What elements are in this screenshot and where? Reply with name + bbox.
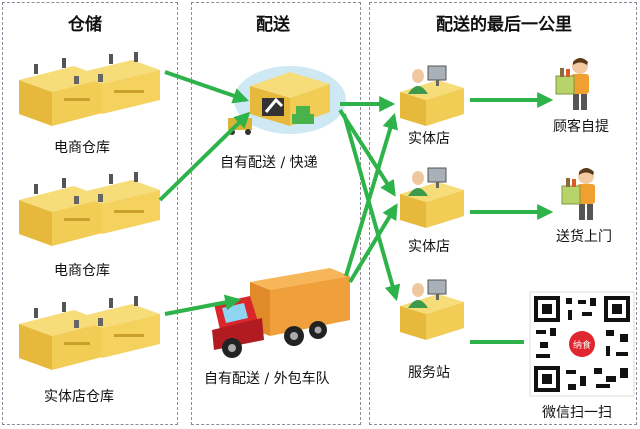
last-mile-title: 配送的最后一公里 — [436, 15, 572, 35]
warehouse-label-2: 电商仓库 — [54, 263, 110, 279]
warehouse-label-3: 实体店仓库 — [44, 389, 114, 405]
qr-caption: 微信扫一扫 — [542, 405, 612, 421]
customer-delivery-icon — [561, 167, 596, 221]
warehouse-title: 仓储 — [68, 15, 102, 35]
home-delivery-label: 送货上门 — [556, 229, 612, 245]
delivery-panel — [191, 2, 361, 425]
flow-arrows — [158, 70, 554, 344]
fleet-label: 自有配送 / 外包车队 — [204, 371, 330, 387]
warehouse-ecommerce-1-icon — [19, 52, 160, 126]
service-station-label: 服务站 — [408, 365, 450, 381]
truck-icon — [212, 268, 350, 358]
self-pickup-label: 顾客自提 — [553, 119, 609, 135]
warehouse-label-1: 电商仓库 — [54, 140, 110, 156]
store-label-1: 实体店 — [408, 131, 450, 147]
customer-pickup-icon — [555, 57, 590, 111]
store-label-2: 实体店 — [408, 239, 450, 255]
warehouse-ecommerce-2-icon — [19, 172, 160, 246]
express-hub-label: 自有配送 / 快递 — [220, 155, 318, 171]
store-2-icon — [399, 167, 465, 229]
warehouse-panel — [2, 2, 178, 425]
qr-code-icon: 纳食 — [529, 291, 635, 397]
warehouse-store-icon — [19, 296, 160, 370]
qr-logo-text: 纳食 — [573, 339, 591, 351]
delivery-title: 配送 — [256, 15, 290, 35]
service-station-icon — [399, 279, 465, 341]
store-1-icon — [399, 65, 465, 127]
last-mile-panel — [369, 2, 637, 425]
